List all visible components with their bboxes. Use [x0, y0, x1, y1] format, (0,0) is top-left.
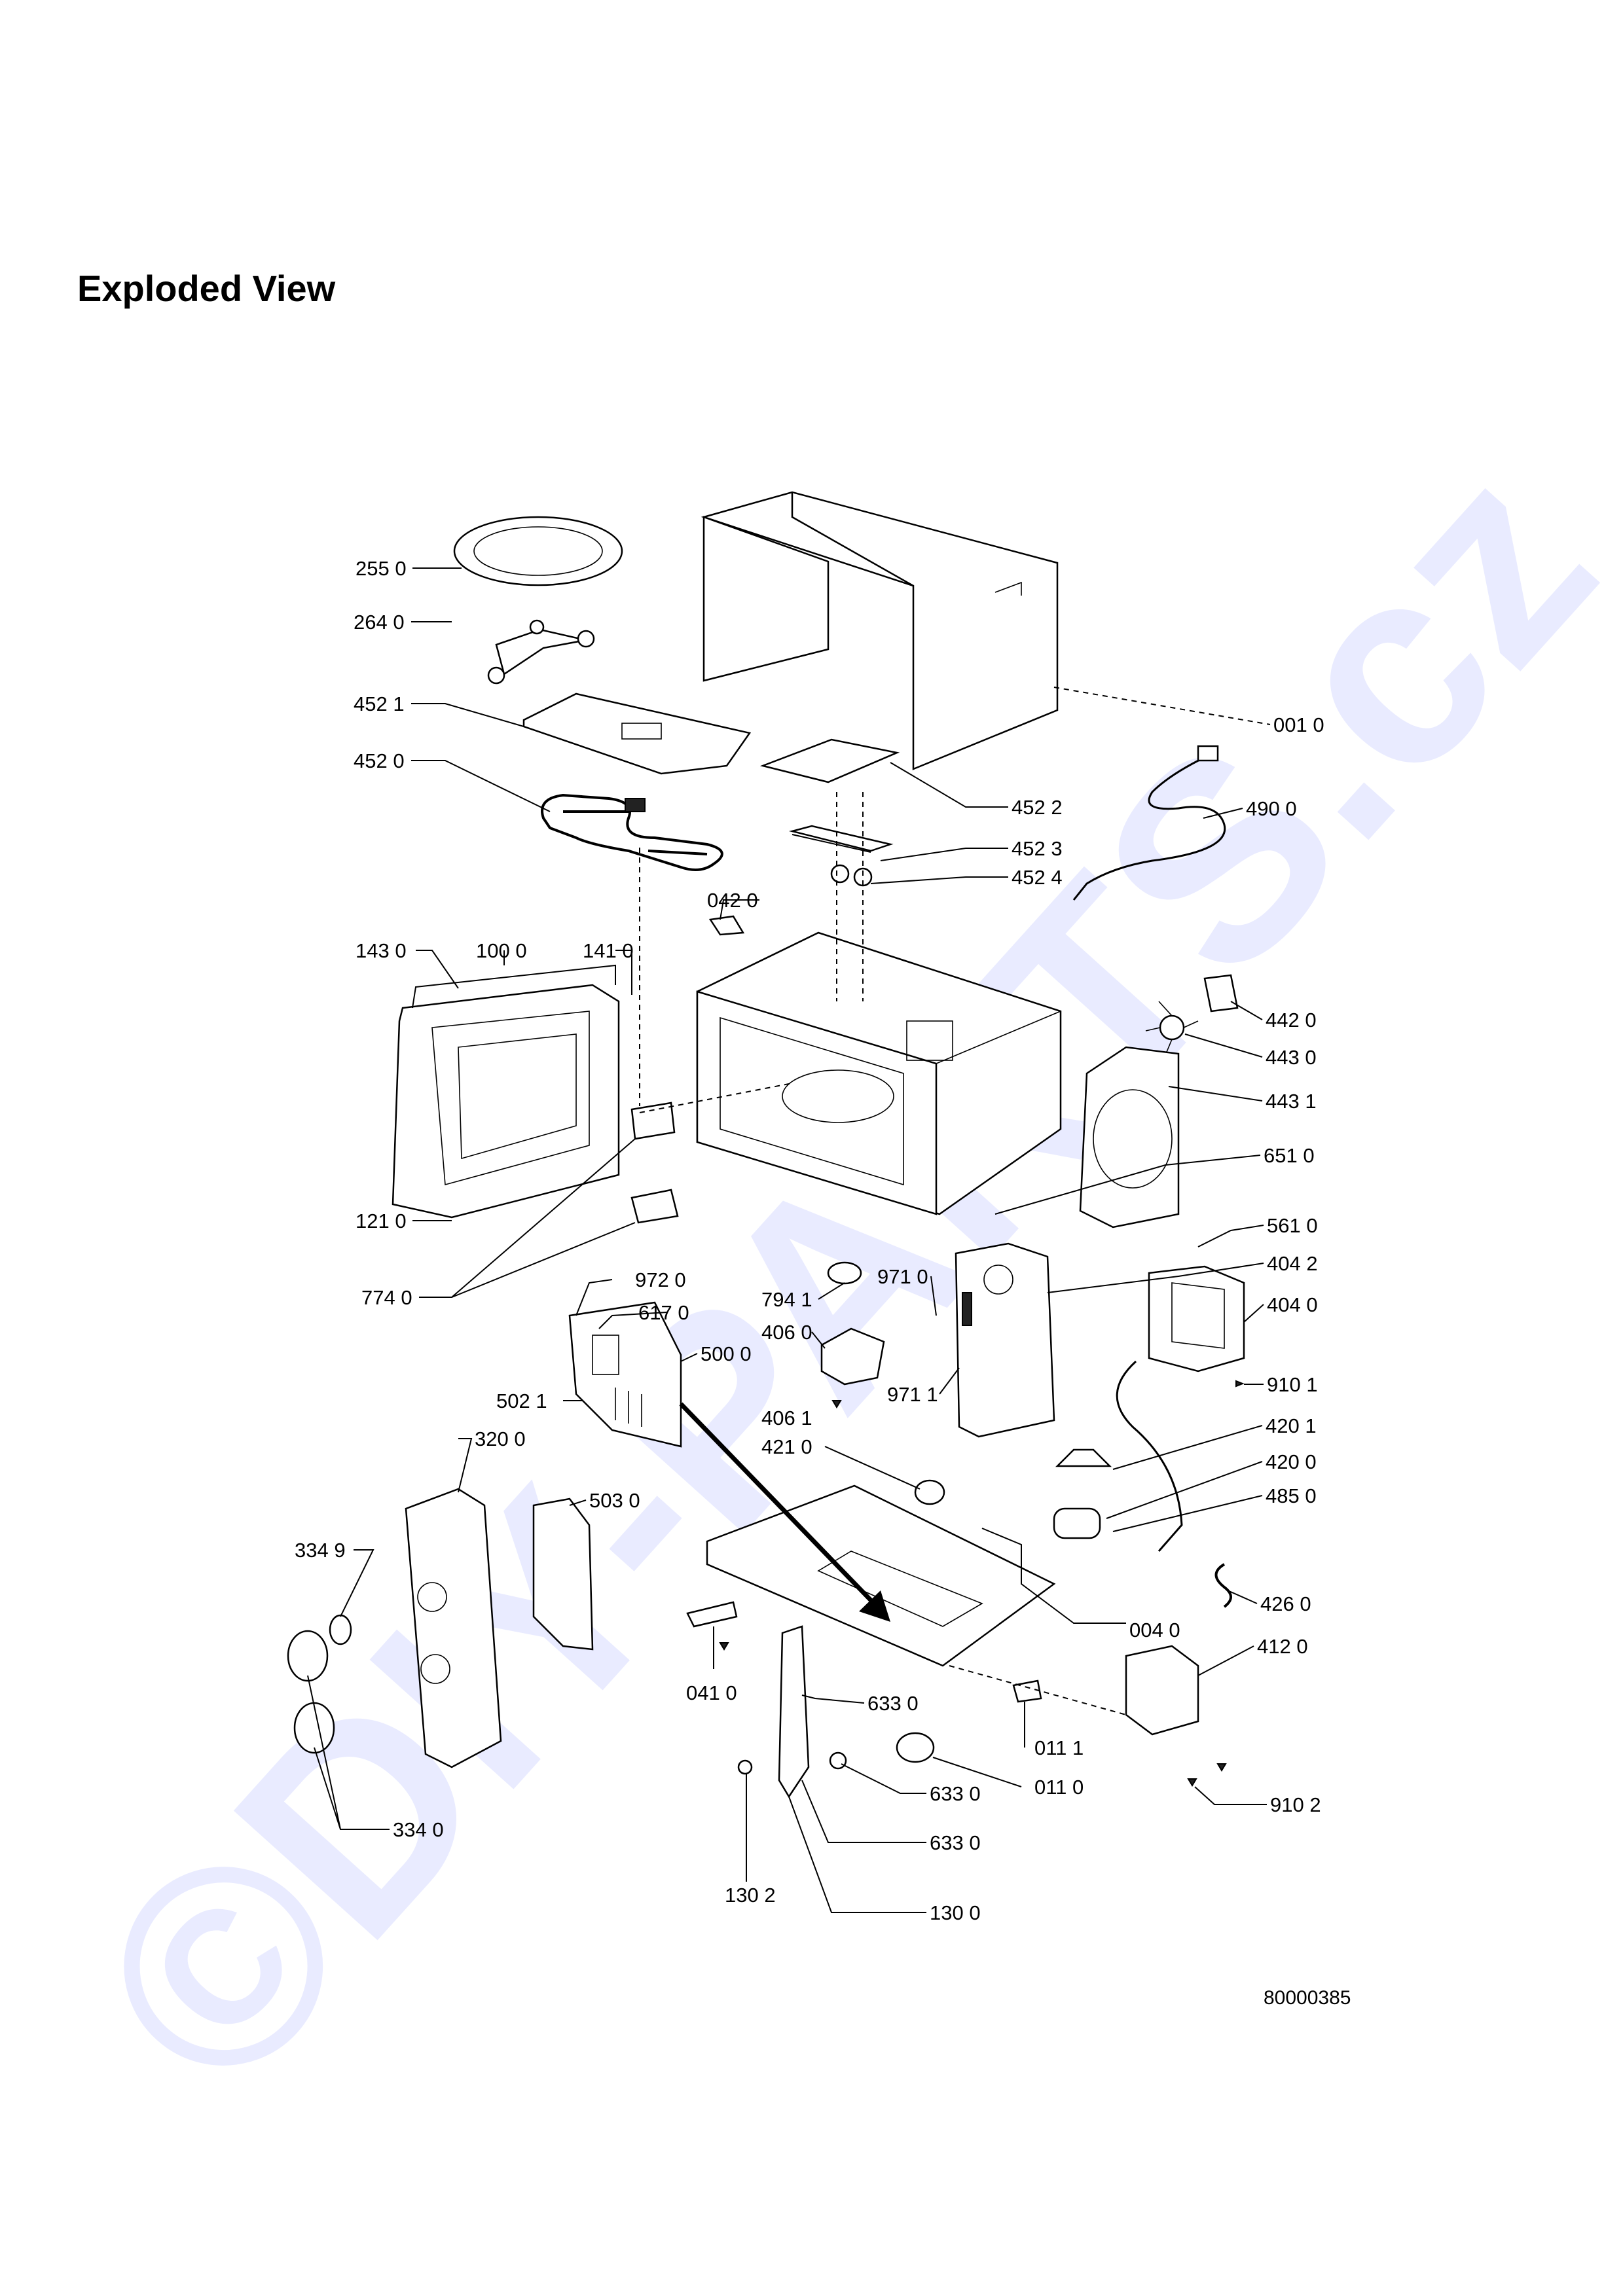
latch-board	[532, 1498, 594, 1651]
interlock-lever	[778, 1625, 810, 1799]
label-910-1: 910 1	[1267, 1373, 1318, 1396]
document-number: 80000385	[1264, 1987, 1351, 2009]
label-121-0: 121 0	[356, 1210, 407, 1232]
label-001-0: 001 0	[1273, 713, 1324, 736]
label-264-0: 264 0	[354, 611, 405, 634]
label-443-0: 443 0	[1266, 1046, 1317, 1069]
alignment-line-4	[639, 1083, 793, 1113]
label-617-0: 617 0	[638, 1301, 689, 1324]
label-406-0: 406 0	[761, 1321, 812, 1344]
capacitor	[1053, 1507, 1101, 1539]
label-420-0: 420 0	[1266, 1450, 1317, 1473]
label-502-1: 502 1	[496, 1390, 547, 1412]
leader-lines	[307, 567, 1271, 1913]
turntable-motor	[820, 1261, 885, 1386]
part-labels: 255 0 264 0 452 1 452 0 001 0 452 2 490 …	[295, 557, 1324, 1924]
microswitch	[829, 1751, 847, 1770]
label-972-0: 972 0	[635, 1268, 686, 1291]
knobs	[287, 1614, 352, 1754]
label-011-0: 011 0	[1034, 1776, 1084, 1799]
hinge-pin	[737, 1759, 753, 1775]
clip	[708, 915, 745, 936]
door-lever	[686, 1601, 738, 1628]
label-406-1: 406 1	[761, 1407, 812, 1429]
door	[392, 984, 620, 1219]
label-561-0: 561 0	[1267, 1214, 1318, 1237]
label-633-0-a: 633 0	[867, 1692, 919, 1715]
power-cord	[1072, 745, 1226, 901]
label-633-0-b: 633 0	[930, 1782, 981, 1805]
grill-element	[541, 793, 723, 871]
label-255-0: 255 0	[356, 557, 407, 580]
capacitor-clamp	[1055, 1448, 1112, 1467]
label-651-0: 651 0	[1264, 1144, 1315, 1167]
roller-support	[487, 619, 595, 685]
grill-bracket	[759, 738, 900, 887]
label-426-0: 426 0	[1260, 1592, 1311, 1615]
page-title: Exploded View	[77, 268, 336, 309]
label-334-9: 334 9	[295, 1539, 346, 1562]
turntable-plate	[453, 516, 623, 586]
label-320-0: 320 0	[475, 1427, 526, 1450]
label-452-4: 452 4	[1012, 866, 1063, 889]
label-334-0: 334 0	[393, 1818, 444, 1841]
label-042-0: 042 0	[707, 889, 758, 912]
foot-2	[896, 1732, 935, 1763]
label-452-0: 452 0	[354, 749, 405, 772]
label-004-0: 004 0	[1129, 1619, 1180, 1641]
label-452-2: 452 2	[1012, 796, 1063, 819]
grill-cover	[522, 692, 752, 775]
base-plate	[706, 1484, 1056, 1667]
label-490-0: 490 0	[1246, 797, 1297, 820]
label-794-1: 794 1	[761, 1288, 812, 1311]
label-774-0: 774 0	[361, 1286, 412, 1309]
magnetron-bracket	[955, 1242, 1055, 1438]
label-633-0-c: 633 0	[930, 1831, 981, 1854]
label-404-2: 404 2	[1267, 1252, 1318, 1275]
mica-cover-2	[630, 1189, 679, 1224]
label-041-0: 041 0	[686, 1681, 737, 1704]
label-442-0: 442 0	[1266, 1009, 1317, 1031]
spring	[1214, 1563, 1232, 1608]
label-485-0: 485 0	[1266, 1484, 1317, 1507]
foot	[1012, 1679, 1042, 1703]
label-420-1: 420 1	[1266, 1414, 1317, 1437]
label-130-0: 130 0	[930, 1901, 981, 1924]
oven-cavity	[696, 931, 1062, 1215]
label-452-1: 452 1	[354, 692, 405, 715]
label-130-2: 130 2	[725, 1884, 776, 1907]
label-503-0: 503 0	[589, 1489, 640, 1512]
assembly-arrow	[679, 1402, 890, 1622]
label-011-1: 011 1	[1034, 1736, 1084, 1759]
label-443-1: 443 1	[1266, 1090, 1317, 1113]
capacitor-holder	[914, 1479, 945, 1505]
thermal-fuse-wire	[1116, 1360, 1183, 1552]
cooling-fan-motor	[1125, 1645, 1199, 1736]
label-421-0: 421 0	[761, 1435, 812, 1458]
mica-cover	[630, 1102, 676, 1140]
label-143-0: 143 0	[356, 939, 407, 962]
label-500-0: 500 0	[701, 1342, 752, 1365]
label-141-0: 141 0	[583, 939, 634, 962]
label-452-3: 452 3	[1012, 837, 1063, 860]
parts	[287, 491, 1245, 1799]
label-971-1: 971 1	[887, 1383, 938, 1406]
label-404-0: 404 0	[1267, 1293, 1318, 1316]
label-910-2: 910 2	[1270, 1793, 1321, 1816]
control-panel	[405, 1488, 502, 1768]
label-100-0: 100 0	[476, 939, 527, 962]
outer-cabinet	[701, 491, 1059, 770]
label-412-0: 412 0	[1257, 1635, 1308, 1658]
screws	[719, 1380, 1245, 1787]
label-971-0: 971 0	[877, 1265, 928, 1288]
control-pcb	[568, 1301, 682, 1448]
transformer	[1148, 1265, 1245, 1372]
